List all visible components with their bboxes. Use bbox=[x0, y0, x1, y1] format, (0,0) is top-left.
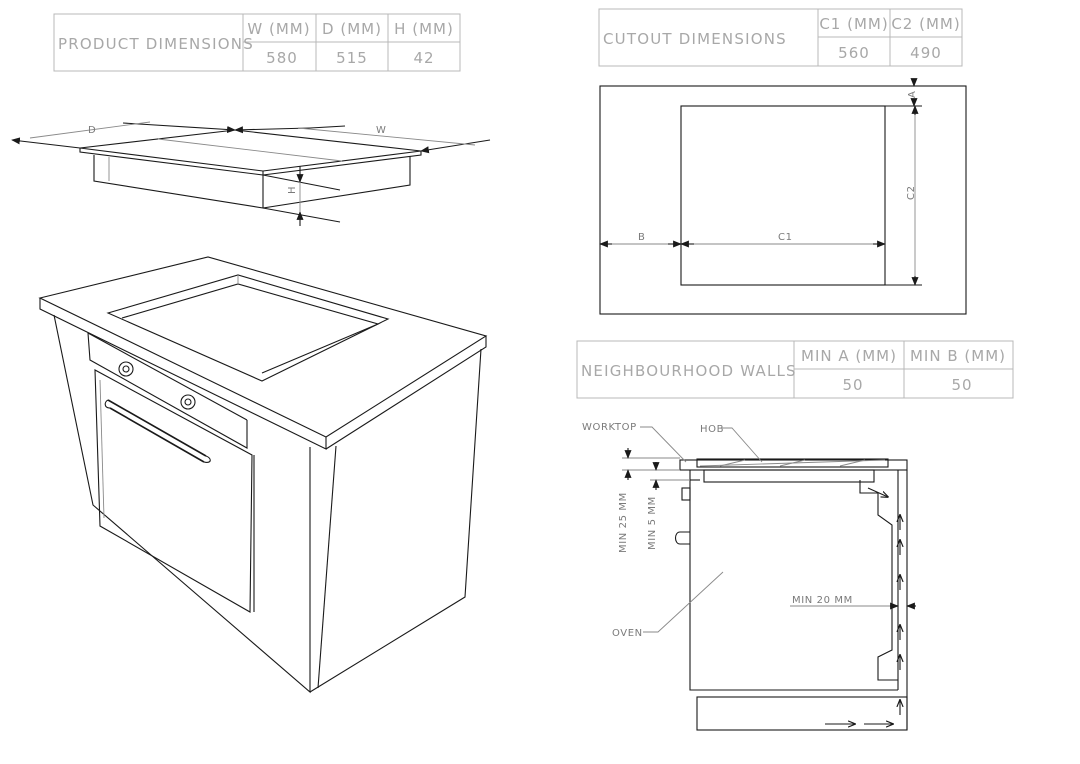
cutout-dimensions-table: CUTOUT DIMENSIONS C1 (MM) C2 (MM) 560 49… bbox=[598, 8, 963, 67]
cutout-plan: A C2 B C1 bbox=[599, 78, 967, 315]
airflow-arrows bbox=[825, 487, 900, 724]
cutout-label-a: A bbox=[907, 91, 918, 98]
cutout-label-c2: C2 bbox=[906, 185, 917, 200]
label-worktop: WORKTOP bbox=[582, 422, 637, 433]
walls-table-title: NEIGHBOURHOOD WALLS bbox=[581, 362, 797, 380]
product-dimensions-table: PRODUCT DIMENSIONS W (MM) D (MM) H (MM) … bbox=[53, 13, 461, 72]
neighbourhood-walls-table: NEIGHBOURHOOD WALLS MIN A (MM) MIN B (MM… bbox=[576, 340, 1014, 399]
label-min-25: MIN 25 MM bbox=[618, 492, 629, 553]
cutout-header-c2: C2 (MM) bbox=[891, 15, 960, 33]
product-value-h: 42 bbox=[413, 49, 434, 67]
label-oven: OVEN bbox=[612, 628, 643, 639]
cabinet-isometric bbox=[38, 256, 488, 694]
product-header-h: H (MM) bbox=[394, 20, 454, 38]
oven-door-handle bbox=[104, 399, 211, 463]
label-hob: HOB bbox=[700, 424, 724, 435]
hob-isometric: D W H bbox=[11, 121, 491, 226]
product-value-w: 580 bbox=[266, 49, 298, 67]
label-min-20: MIN 20 MM bbox=[792, 595, 853, 606]
cutout-value-c2: 490 bbox=[910, 44, 942, 62]
oven-knob bbox=[180, 394, 196, 410]
cutout-table-title: CUTOUT DIMENSIONS bbox=[603, 30, 787, 48]
oven-knob bbox=[118, 361, 134, 377]
cutout-header-c1: C1 (MM) bbox=[819, 15, 888, 33]
walls-header-b: MIN B (MM) bbox=[910, 347, 1006, 365]
walls-header-a: MIN A (MM) bbox=[801, 347, 897, 365]
label-w: W bbox=[376, 125, 387, 136]
product-table-title: PRODUCT DIMENSIONS bbox=[58, 35, 254, 53]
cutout-label-c1: C1 bbox=[778, 232, 793, 243]
product-header-w: W (MM) bbox=[247, 20, 310, 38]
installation-section: MIN 20 MM MIN 25 MM MIN 5 MM WORKTOP HOB… bbox=[582, 422, 916, 731]
label-d: D bbox=[88, 125, 96, 136]
product-header-d: D (MM) bbox=[322, 20, 382, 38]
label-min-5: MIN 5 MM bbox=[647, 496, 658, 550]
walls-value-a: 50 bbox=[842, 376, 863, 394]
label-h: H bbox=[287, 186, 298, 194]
cutout-label-b: B bbox=[638, 232, 645, 243]
walls-value-b: 50 bbox=[951, 376, 972, 394]
cutout-value-c1: 560 bbox=[838, 44, 870, 62]
product-value-d: 515 bbox=[336, 49, 368, 67]
